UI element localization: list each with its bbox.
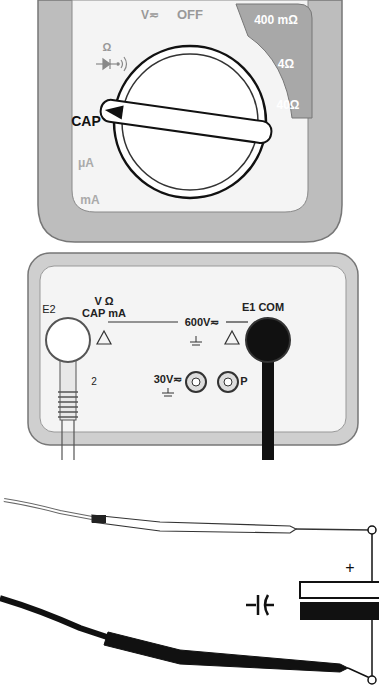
dial-pointer bbox=[99, 99, 272, 145]
probe-cable bbox=[4, 500, 92, 518]
label: 600V≂ bbox=[183, 317, 222, 328]
warning-triangle bbox=[97, 331, 111, 344]
probe-handle bbox=[92, 515, 296, 533]
label: E2 bbox=[42, 304, 55, 315]
diode-buzzer-symbol bbox=[96, 57, 127, 71]
probe-band bbox=[92, 515, 106, 523]
probe-cable bbox=[0, 598, 110, 638]
rib bbox=[58, 411, 78, 413]
input-terminal bbox=[46, 318, 90, 362]
range-label: 4Ω bbox=[278, 58, 294, 70]
label: V Ω bbox=[94, 296, 113, 307]
label: + bbox=[345, 560, 354, 576]
probe-tip bbox=[348, 668, 370, 678]
rib bbox=[58, 391, 78, 393]
label: V≂ bbox=[141, 9, 159, 21]
rib bbox=[58, 396, 78, 398]
terminal-dot bbox=[368, 526, 376, 534]
range-label: 40Ω bbox=[277, 99, 300, 111]
pointer-arrow bbox=[104, 103, 124, 119]
rib bbox=[58, 416, 78, 418]
meter-housing bbox=[38, 0, 342, 242]
range-label: 400 mΩ bbox=[254, 14, 298, 26]
probe-handle bbox=[104, 632, 348, 672]
plug-ribs bbox=[58, 392, 78, 417]
warning-triangle bbox=[225, 331, 239, 344]
label: mA bbox=[80, 194, 99, 206]
plug-boot bbox=[60, 360, 76, 420]
label: μA bbox=[78, 157, 94, 169]
probe-cable bbox=[4, 500, 92, 518]
probe-tip bbox=[296, 529, 370, 530]
jack bbox=[186, 372, 206, 392]
range-band: 400 mΩ 4Ω 40Ω bbox=[236, 4, 312, 118]
jack-hole bbox=[224, 378, 232, 386]
capacitor-lead bbox=[371, 534, 373, 582]
label: 2 bbox=[91, 377, 97, 387]
label: 30V≂ bbox=[152, 374, 185, 385]
capacitor-symbol bbox=[246, 595, 274, 615]
label: CAP mA bbox=[82, 308, 126, 319]
terminal-panel bbox=[28, 253, 358, 445]
cable bbox=[262, 360, 274, 460]
label: Ω bbox=[103, 42, 112, 53]
rib bbox=[58, 406, 78, 408]
jack bbox=[218, 372, 238, 392]
label: P bbox=[240, 376, 247, 387]
range-line bbox=[108, 321, 178, 322]
capacitor-plate-negative bbox=[300, 602, 379, 620]
label: CAP bbox=[71, 114, 101, 128]
pointer-bar bbox=[99, 99, 272, 145]
terminal-dot bbox=[368, 676, 376, 684]
jack-hole bbox=[192, 378, 200, 386]
capacitor-lead bbox=[371, 620, 373, 676]
range-line bbox=[226, 321, 248, 322]
label: OFF bbox=[177, 8, 203, 21]
terminal-face bbox=[40, 266, 346, 432]
capacitor-plate-positive bbox=[300, 582, 379, 598]
rib bbox=[58, 401, 78, 403]
label: E1 COM bbox=[240, 302, 286, 313]
com-terminal bbox=[246, 318, 290, 362]
